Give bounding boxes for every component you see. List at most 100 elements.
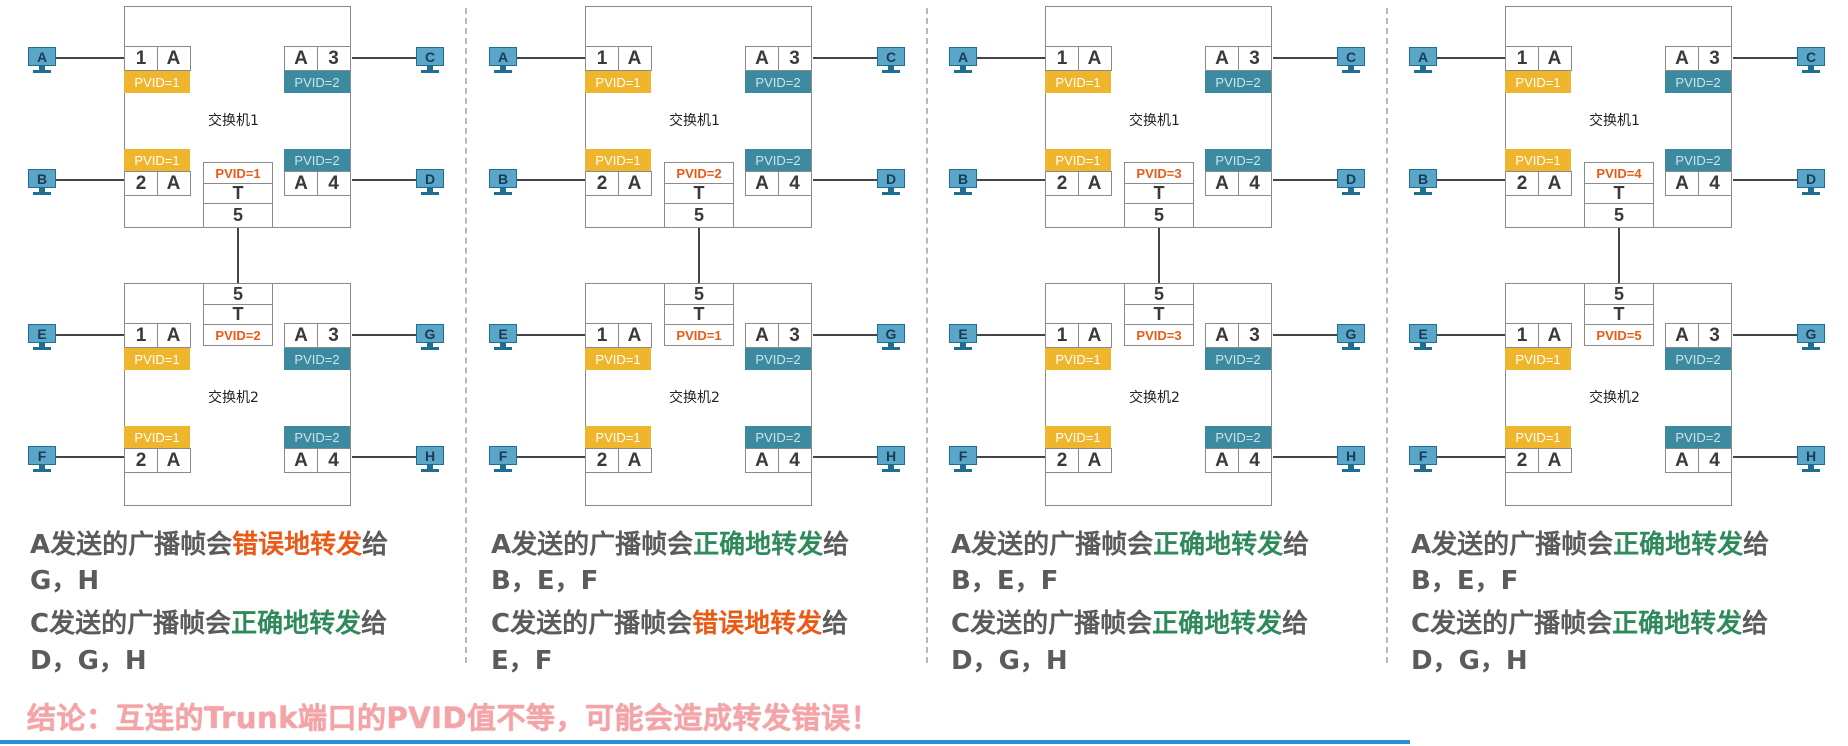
port-mode: A bbox=[1077, 46, 1112, 71]
link-cable bbox=[517, 456, 585, 458]
monitor-base bbox=[494, 192, 512, 195]
host-label: F bbox=[949, 446, 977, 465]
statement-suffix: 给 bbox=[1743, 530, 1770, 560]
host-e-computer-icon[interactable]: E bbox=[949, 324, 977, 350]
host-g-computer-icon[interactable]: G bbox=[416, 324, 444, 350]
host-g-computer-icon[interactable]: G bbox=[877, 324, 905, 350]
forwarding-status: 正确地转发 bbox=[231, 609, 362, 639]
trunk-mode: T bbox=[1584, 182, 1654, 205]
host-b-computer-icon[interactable]: B bbox=[489, 169, 517, 195]
link-cable bbox=[237, 228, 239, 283]
monitor-stand bbox=[1808, 188, 1814, 192]
host-d-computer-icon[interactable]: D bbox=[416, 169, 444, 195]
host-b-computer-icon[interactable]: B bbox=[949, 169, 977, 195]
port-number: 4 bbox=[1237, 171, 1272, 196]
switch-2-trunk-pvid: PVID=1 bbox=[664, 324, 734, 346]
host-e-computer-icon[interactable]: E bbox=[1409, 324, 1437, 350]
statement-prefix: A发送的广播帧会 bbox=[1411, 530, 1614, 560]
trunk-port-number: 5 bbox=[664, 203, 734, 228]
host-b-computer-icon[interactable]: B bbox=[1409, 169, 1437, 195]
host-f-computer-icon[interactable]: F bbox=[28, 446, 56, 472]
port-mode: A bbox=[156, 171, 191, 196]
host-c-computer-icon[interactable]: C bbox=[1337, 47, 1365, 73]
result-statement: A发送的广播帧会正确地转发给 bbox=[1411, 524, 1769, 561]
monitor-stand bbox=[427, 188, 433, 192]
monitor-base bbox=[1342, 347, 1360, 350]
link-cable bbox=[1158, 228, 1160, 283]
pvid-2-tag: PVID=2 bbox=[745, 348, 811, 370]
host-c-computer-icon[interactable]: C bbox=[1797, 47, 1825, 73]
host-a-computer-icon[interactable]: A bbox=[489, 47, 517, 73]
pvid-1-tag: PVID=1 bbox=[585, 426, 651, 448]
link-cable bbox=[56, 57, 124, 59]
monitor-base bbox=[33, 469, 51, 472]
pvid-1-tag: PVID=1 bbox=[124, 348, 190, 370]
host-f-computer-icon[interactable]: F bbox=[1409, 446, 1437, 472]
host-g-computer-icon[interactable]: G bbox=[1797, 324, 1825, 350]
switch-1-trunk-pvid: PVID=2 bbox=[664, 162, 734, 184]
port-mode: A bbox=[1537, 448, 1572, 473]
port-number: 3 bbox=[777, 46, 812, 71]
host-d-computer-icon[interactable]: D bbox=[877, 169, 905, 195]
port-number: 3 bbox=[1237, 46, 1272, 71]
monitor-base bbox=[1414, 469, 1432, 472]
receiving-hosts: D，G，H bbox=[30, 646, 147, 676]
host-h-computer-icon[interactable]: H bbox=[877, 446, 905, 472]
host-e-computer-icon[interactable]: E bbox=[489, 324, 517, 350]
port-mode: A bbox=[745, 171, 779, 196]
monitor-stand bbox=[1420, 343, 1426, 347]
pvid-2-tag: PVID=2 bbox=[1205, 71, 1271, 93]
host-c-computer-icon[interactable]: C bbox=[877, 47, 905, 73]
host-a-computer-icon[interactable]: A bbox=[28, 47, 56, 73]
host-label: A bbox=[28, 47, 56, 66]
link-cable bbox=[517, 179, 585, 181]
host-label: C bbox=[416, 47, 444, 66]
statement-prefix: A发送的广播帧会 bbox=[30, 530, 233, 560]
statement-prefix: A发送的广播帧会 bbox=[491, 530, 694, 560]
link-cable bbox=[1273, 334, 1337, 336]
link-cable bbox=[1437, 179, 1505, 181]
port-number: 1 bbox=[124, 323, 158, 348]
host-label: A bbox=[489, 47, 517, 66]
host-e-computer-icon[interactable]: E bbox=[28, 324, 56, 350]
monitor-base bbox=[1802, 70, 1820, 73]
host-label: C bbox=[1337, 47, 1365, 66]
pvid-2-tag: PVID=2 bbox=[284, 426, 350, 448]
bottom-accent-line bbox=[0, 740, 1410, 744]
host-label: E bbox=[28, 324, 56, 343]
host-a-computer-icon[interactable]: A bbox=[1409, 47, 1437, 73]
pvid-1-tag: PVID=1 bbox=[585, 348, 651, 370]
host-d-computer-icon[interactable]: D bbox=[1797, 169, 1825, 195]
host-g-computer-icon[interactable]: G bbox=[1337, 324, 1365, 350]
monitor-stand bbox=[500, 188, 506, 192]
host-f-computer-icon[interactable]: F bbox=[489, 446, 517, 472]
statement-suffix: 给 bbox=[362, 530, 389, 560]
trunk-port-number: 5 bbox=[1124, 283, 1194, 305]
host-h-computer-icon[interactable]: H bbox=[416, 446, 444, 472]
link-cable bbox=[1273, 179, 1337, 181]
host-label: E bbox=[1409, 324, 1437, 343]
host-label: D bbox=[1797, 169, 1825, 188]
host-h-computer-icon[interactable]: H bbox=[1797, 446, 1825, 472]
port-number: 3 bbox=[316, 46, 351, 71]
link-cable bbox=[352, 57, 416, 59]
switch-1-label: 交换机1 bbox=[1129, 113, 1180, 129]
host-f-computer-icon[interactable]: F bbox=[949, 446, 977, 472]
port-mode: A bbox=[617, 46, 652, 71]
link-cable bbox=[977, 179, 1045, 181]
host-c-computer-icon[interactable]: C bbox=[416, 47, 444, 73]
receiving-hosts: B，E，F bbox=[491, 566, 599, 596]
host-b-computer-icon[interactable]: B bbox=[28, 169, 56, 195]
port-number: 2 bbox=[1505, 171, 1539, 196]
pvid-2-tag: PVID=2 bbox=[1205, 149, 1271, 171]
switch-2-trunk-pvid: PVID=2 bbox=[203, 324, 273, 346]
host-a-computer-icon[interactable]: A bbox=[949, 47, 977, 73]
monitor-stand bbox=[1808, 343, 1814, 347]
trunk-mode: T bbox=[1124, 303, 1194, 326]
monitor-base bbox=[882, 347, 900, 350]
link-cable bbox=[977, 456, 1045, 458]
host-label: A bbox=[949, 47, 977, 66]
host-h-computer-icon[interactable]: H bbox=[1337, 446, 1365, 472]
port-number: 4 bbox=[316, 171, 351, 196]
host-d-computer-icon[interactable]: D bbox=[1337, 169, 1365, 195]
